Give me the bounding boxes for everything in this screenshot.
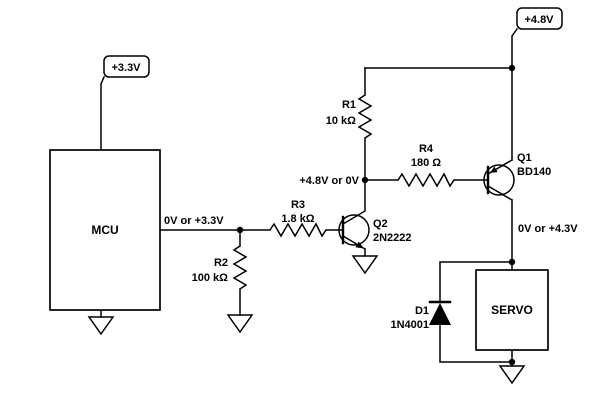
ground-symbols xyxy=(87,255,526,385)
power-flag-shape xyxy=(516,7,563,30)
resistor-r4-symbol xyxy=(397,172,455,188)
junction-dot xyxy=(236,226,244,234)
servo-box xyxy=(475,269,549,351)
servo-label: SERVO xyxy=(491,303,533,317)
junction-dots xyxy=(236,64,516,366)
ground-icon xyxy=(87,316,115,336)
resistor-r3-symbol xyxy=(269,222,327,238)
power-flag-4v8: +4.8V xyxy=(516,7,563,30)
net-label-mcu-out: 0V or +3.3V xyxy=(164,215,224,227)
r1-ref-label: R1 xyxy=(342,99,356,111)
resistor-r1: R1 10 kΩ xyxy=(326,94,373,139)
wire-d1-top xyxy=(439,261,513,303)
mcu-box xyxy=(49,149,161,311)
r4-value-label: 180 Ω xyxy=(411,157,441,169)
power-flag-3v3-label: +3.3V xyxy=(111,62,141,74)
q2-emitter-arrow xyxy=(355,241,364,249)
diode-d1: D1 1N4001 xyxy=(390,300,452,331)
q2-body xyxy=(338,214,370,246)
power-flag-4v8-label: +4.8V xyxy=(524,14,554,26)
q1-ref-label: Q1 xyxy=(517,152,532,164)
wire-d1-bottom xyxy=(439,324,513,363)
q2-value-label: 2N2222 xyxy=(373,232,412,244)
q2-ref-label: Q2 xyxy=(373,218,388,230)
junction-dot xyxy=(508,358,516,366)
q1-emitter-arrow xyxy=(490,166,498,173)
r4-ref-label: R4 xyxy=(419,143,434,155)
net-labels: 0V or +3.3V +4.8V or 0V 0V or +4.3V xyxy=(164,175,578,235)
ground-icon xyxy=(498,365,526,385)
transistor-q2: Q2 2N2222 xyxy=(338,179,412,251)
power-flag-3v3: +3.3V xyxy=(103,55,150,78)
q1-collector xyxy=(486,184,514,202)
resistor-r3: R3 1.8 kΩ xyxy=(269,199,327,238)
wire-vcc-servo xyxy=(511,27,519,69)
r3-value-label: 1.8 kΩ xyxy=(281,213,314,225)
junction-dot xyxy=(508,64,516,72)
r1-value-label: 10 kΩ xyxy=(326,115,356,127)
junction-dot xyxy=(508,258,516,266)
r2-value-label: 100 kΩ xyxy=(192,272,229,284)
transistor-q1: Q1 BD140 xyxy=(483,152,551,202)
resistor-r1-symbol xyxy=(357,94,373,139)
wires xyxy=(100,27,519,367)
servo-block: SERVO xyxy=(475,269,549,351)
d1-value-label: 1N4001 xyxy=(390,319,429,331)
net-label-q2-collector: +4.8V or 0V xyxy=(299,175,359,187)
resistor-r2-symbol xyxy=(232,245,248,290)
r2-ref-label: R2 xyxy=(214,257,228,269)
q1-body xyxy=(483,164,515,196)
power-flag-shape xyxy=(103,55,150,78)
ground-icon xyxy=(226,314,254,334)
d1-ref-label: D1 xyxy=(415,305,429,317)
ground-icon xyxy=(351,255,379,275)
resistor-r4: R4 180 Ω xyxy=(397,143,455,188)
resistor-r2: R2 100 kΩ xyxy=(192,245,248,290)
net-label-q1-collector: 0V or +4.3V xyxy=(518,223,578,235)
r3-ref-label: R3 xyxy=(291,199,305,211)
q1-value-label: BD140 xyxy=(517,166,551,178)
wire-vcc-mcu xyxy=(100,76,105,151)
mcu-label: MCU xyxy=(91,223,118,237)
mcu-block: MCU xyxy=(49,149,161,311)
q2-collector xyxy=(341,179,366,226)
d1-triangle xyxy=(429,303,451,325)
